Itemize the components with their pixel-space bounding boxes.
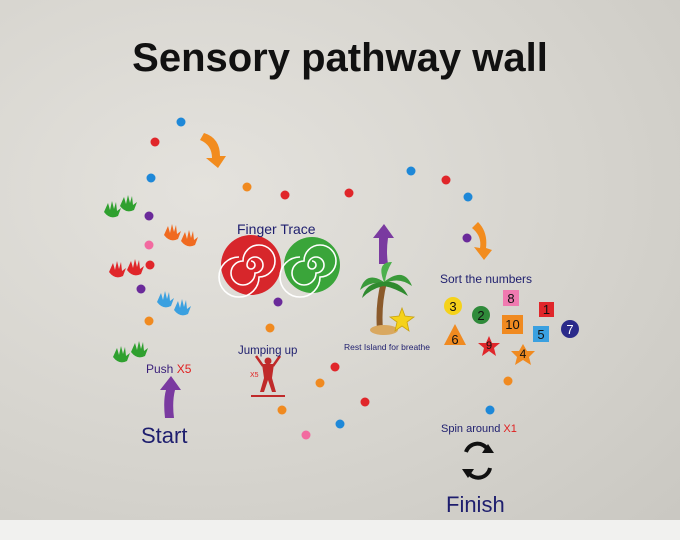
arrow-orange-right — [472, 222, 492, 260]
arrow-purple-start — [160, 376, 181, 418]
dot — [146, 173, 156, 183]
dot — [462, 233, 472, 243]
palm-island-icon — [360, 262, 416, 335]
start-label: Start — [141, 423, 188, 448]
number-9: 9 — [485, 340, 493, 352]
push-count: X5 — [176, 362, 192, 376]
dot — [277, 405, 287, 415]
shape-yellow-circle — [444, 297, 462, 315]
floor-strip — [0, 520, 680, 540]
jumping-figure-icon — [251, 355, 285, 397]
shape-orange-star — [511, 344, 535, 365]
dot — [335, 419, 345, 429]
shape-pink-square — [503, 290, 519, 306]
jumping-count: X5 — [250, 372, 259, 379]
push-text: Push — [146, 362, 177, 376]
pathway-dots — [136, 117, 513, 440]
finish-label: Finish — [446, 492, 505, 517]
dot — [485, 405, 495, 415]
spin-around-icon — [462, 441, 494, 480]
dot — [344, 188, 354, 198]
arrow-purple-center — [373, 224, 394, 264]
finger-trace-label: Finger Trace — [237, 221, 316, 237]
dot — [280, 190, 290, 200]
number-8: 8 — [507, 290, 515, 306]
dot — [242, 182, 252, 192]
dot — [145, 260, 155, 270]
red-swirl — [218, 235, 281, 298]
hands-orange — [164, 224, 198, 247]
page-title: Sensory pathway wall — [132, 36, 548, 80]
jumping-up-label: Jumping up — [238, 345, 298, 357]
spin-text: Spin around — [441, 423, 504, 435]
dot — [315, 378, 325, 388]
number-6: 6 — [451, 331, 459, 347]
dot — [136, 284, 146, 294]
shape-orange-square — [502, 315, 523, 334]
hands-green-bottom — [113, 341, 148, 363]
rest-island-label: Rest Island for breathe — [344, 342, 430, 352]
dot — [330, 362, 340, 372]
shape-red-star — [478, 336, 500, 356]
shape-navy-circle — [561, 320, 579, 338]
dot — [144, 211, 154, 221]
shape-orange-triangle — [444, 324, 466, 345]
dot — [360, 397, 370, 407]
dot — [265, 323, 275, 333]
arrow-orange-top — [200, 133, 226, 168]
hands-blue — [157, 291, 191, 316]
dot — [406, 166, 416, 176]
hands-green-top — [104, 195, 137, 218]
number-4: 4 — [519, 347, 527, 361]
dot — [144, 240, 154, 250]
number-1: 1 — [542, 302, 551, 317]
dot — [503, 376, 513, 386]
dot — [441, 175, 451, 185]
dot — [301, 430, 311, 440]
dot — [176, 117, 186, 127]
hands-red — [109, 259, 144, 278]
dot — [150, 137, 160, 147]
shape-green-circle — [472, 306, 490, 324]
number-3: 3 — [449, 298, 457, 314]
number-7: 7 — [566, 321, 574, 337]
dot — [463, 192, 473, 202]
push-label: Push X5 — [146, 362, 191, 376]
number-5: 5 — [537, 326, 545, 342]
number-10: 10 — [505, 317, 520, 332]
dot — [273, 297, 283, 307]
spin-around-label: Spin around X1 — [441, 423, 517, 435]
shape-blue-square — [533, 326, 549, 342]
shape-red-square — [539, 302, 554, 317]
green-swirl — [279, 237, 340, 298]
sort-numbers-label: Sort the numbers — [440, 272, 533, 286]
dot — [144, 316, 154, 326]
number-2: 2 — [477, 307, 485, 323]
spin-count: X1 — [503, 423, 517, 435]
